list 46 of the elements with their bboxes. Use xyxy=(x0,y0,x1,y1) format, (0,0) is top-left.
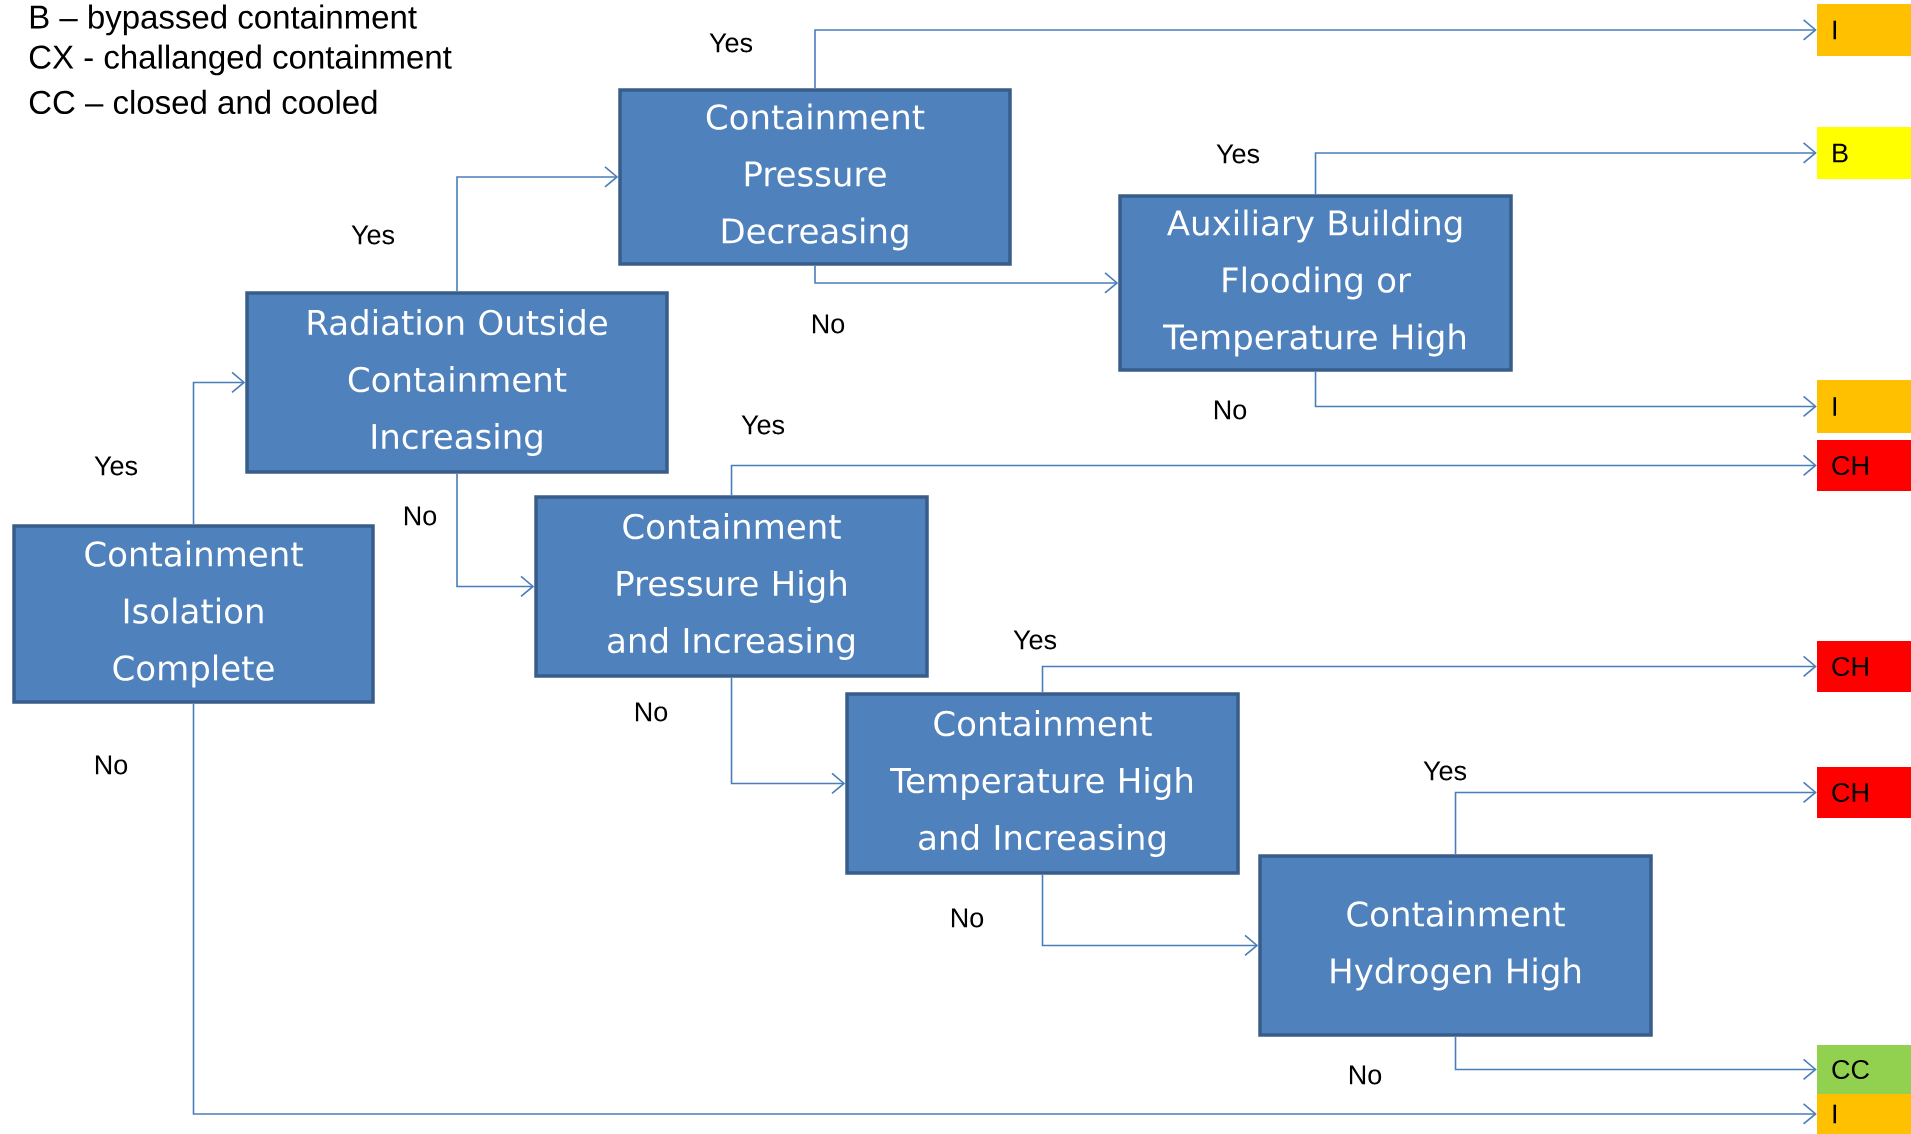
process-box: Containment Hydrogen High xyxy=(1258,854,1653,1037)
edge-label: Yes xyxy=(741,415,785,435)
outcome-box: CC xyxy=(1817,1045,1911,1094)
outcome-box: CH xyxy=(1817,767,1911,818)
process-box: Containment Isolation Complete xyxy=(12,524,375,704)
edge-label: Yes xyxy=(94,456,138,476)
edge-label: No xyxy=(95,755,128,775)
outcome-box: I xyxy=(1817,1094,1911,1134)
edge-label: No xyxy=(635,702,668,722)
process-box: Auxiliary Building Flooding or Temperature High xyxy=(1118,194,1513,372)
process-box: Radiation Outside Containment Increasing xyxy=(245,291,669,474)
legend-text: CX - challanged containment xyxy=(29,44,452,76)
legend-text: B – bypassed containment xyxy=(30,4,417,36)
process-box: Containment Temperature High and Increasing xyxy=(845,692,1240,875)
arrow xyxy=(814,19,1817,90)
edge-label: Yes xyxy=(351,225,395,245)
arrow xyxy=(1314,142,1817,196)
edge-label: No xyxy=(1214,400,1247,420)
outcome-box: B xyxy=(1817,127,1911,179)
edge-label: No xyxy=(951,908,984,928)
outcome-box: I xyxy=(1817,4,1911,56)
arrow xyxy=(1314,370,1817,418)
arrow xyxy=(1041,873,1259,957)
arrow xyxy=(730,454,1817,497)
arrow xyxy=(456,472,535,598)
edge-label: No xyxy=(404,506,437,526)
edge-label: Yes xyxy=(709,33,753,53)
outcome-box: CH xyxy=(1817,641,1911,692)
process-box: Containment Pressure High and Increasing xyxy=(534,495,929,678)
outcome-box: I xyxy=(1817,380,1911,433)
edge-label: Yes xyxy=(1423,761,1467,781)
legend-text: CC – closed and cooled xyxy=(29,89,377,115)
arrow xyxy=(1454,781,1817,856)
edge-label: Yes xyxy=(1216,144,1260,164)
edge-label: Yes xyxy=(1013,630,1057,650)
arrow xyxy=(192,702,1817,1125)
edge-label: No xyxy=(812,314,845,334)
arrow xyxy=(1041,655,1817,694)
arrow xyxy=(192,371,246,526)
arrow xyxy=(730,676,846,795)
outcome-box: CH xyxy=(1817,440,1911,491)
arrow xyxy=(456,166,619,293)
arrow xyxy=(814,264,1119,294)
edge-label: No xyxy=(1349,1065,1382,1085)
process-box: Containment Pressure Decreasing xyxy=(618,88,1012,266)
arrow xyxy=(1454,1035,1817,1081)
